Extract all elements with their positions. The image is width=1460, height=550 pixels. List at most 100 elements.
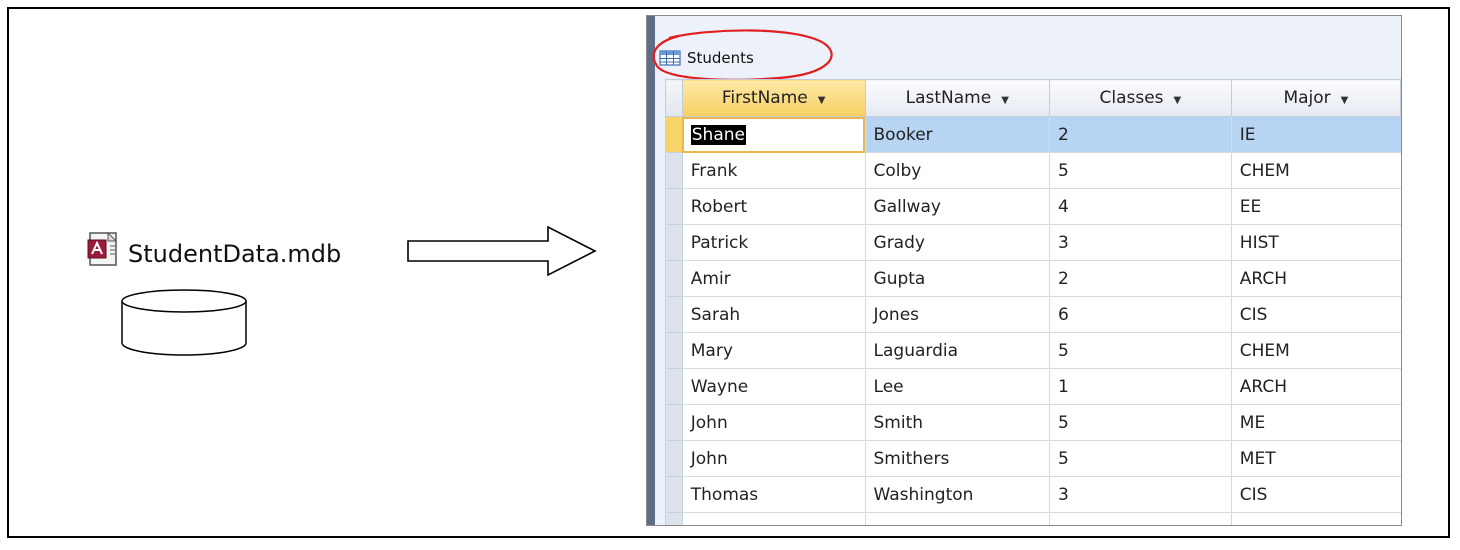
cell-major[interactable]: ARCH <box>1230 368 1401 405</box>
table-row[interactable]: Thomas Washington 3 CIS <box>665 476 1401 513</box>
arrow-right-icon <box>407 225 597 277</box>
table-row[interactable]: Wayne Lee 1 ARCH <box>665 368 1401 405</box>
dropdown-arrow-icon[interactable]: ▼ <box>1173 95 1182 106</box>
table-icon <box>659 50 681 66</box>
diagram-frame <box>7 7 1450 538</box>
row-selector[interactable] <box>665 512 683 525</box>
file-name: StudentData.mdb <box>128 240 342 268</box>
column-header-firstname[interactable]: FirstName ▼ <box>681 79 866 117</box>
cell-lastname[interactable]: Grady <box>864 224 1050 261</box>
cell-lastname[interactable]: Smith <box>864 404 1050 441</box>
table-row[interactable]: John Smithers 5 MET <box>665 440 1401 477</box>
cell-firstname[interactable]: Shane <box>681 116 866 153</box>
table-row[interactable]: John Smith 5 ME <box>665 404 1401 441</box>
table-row[interactable]: Mary Laguardia 5 CHEM <box>665 332 1401 369</box>
dropdown-arrow-icon[interactable]: ▼ <box>1340 95 1349 106</box>
cell-classes[interactable]: 6 <box>1048 296 1232 333</box>
cell-major[interactable]: ME <box>1230 404 1401 441</box>
cell-lastname[interactable]: Colby <box>864 152 1050 189</box>
table-row[interactable]: Shane Booker 2 IE <box>665 116 1401 153</box>
cell-classes[interactable]: 5 <box>1048 404 1232 441</box>
window-left-edge <box>647 16 655 525</box>
cell-firstname[interactable]: Patrick <box>681 224 866 261</box>
cell-firstname[interactable]: Robert <box>681 188 866 225</box>
row-selector[interactable] <box>665 260 683 297</box>
students-datasheet: FirstName ▼ LastName▼ Classes ▼ Major ▼ Sha… <box>665 79 1401 525</box>
dropdown-arrow-icon[interactable]: ▼ <box>1001 95 1009 106</box>
cell-classes[interactable]: 3 <box>1048 224 1232 261</box>
cell-firstname[interactable]: Mary <box>681 332 866 369</box>
cell-classes[interactable]: 3 <box>1048 476 1232 513</box>
column-header-classes[interactable]: Classes ▼ <box>1048 79 1232 117</box>
cell-lastname[interactable]: Laguardia <box>864 332 1050 369</box>
cell-lastname[interactable]: Booker <box>864 116 1050 153</box>
row-selector[interactable] <box>665 224 683 261</box>
cell-classes[interactable]: 2 <box>1048 116 1232 153</box>
column-header-label: Major <box>1283 88 1331 108</box>
cell-lastname[interactable]: Gupta <box>864 260 1050 297</box>
cell-firstname[interactable]: John <box>681 440 866 477</box>
table-row[interactable]: Sarah Jones 6 CIS <box>665 296 1401 333</box>
cell-firstname[interactable]: Frank <box>681 152 866 189</box>
cell-firstname[interactable]: Amir <box>681 260 866 297</box>
cell-classes[interactable]: 2 <box>1048 260 1232 297</box>
file-name-label: StudentData.mdb <box>128 236 341 272</box>
cell-major[interactable]: ARCH <box>1230 260 1401 297</box>
cell-classes[interactable]: 5 <box>1048 152 1232 189</box>
row-selector[interactable] <box>665 476 683 513</box>
table-row-new[interactable] <box>665 512 1401 525</box>
cell-major[interactable]: HIST <box>1230 224 1401 261</box>
column-header-lastname[interactable]: LastName▼ <box>864 79 1050 117</box>
students-table-window: Students FirstName ▼ LastName▼ Classes ▼ M… <box>646 15 1402 526</box>
tab-students[interactable]: Students <box>659 46 754 70</box>
table-row[interactable]: Amir Gupta 2 ARCH <box>665 260 1401 297</box>
cell-firstname[interactable]: Wayne <box>681 368 866 405</box>
cell-lastname[interactable]: Gallway <box>864 188 1050 225</box>
datasheet-body: Shane Booker 2 IE Frank Colby 5 CHEM Rob… <box>665 116 1401 525</box>
cell-major[interactable]: CHEM <box>1230 152 1401 189</box>
row-selector[interactable] <box>665 296 683 333</box>
row-selector[interactable] <box>665 404 683 441</box>
cell-major[interactable]: CIS <box>1230 476 1401 513</box>
cell-firstname[interactable]: Sarah <box>681 296 866 333</box>
database-cylinder-icon <box>121 289 247 356</box>
row-selector[interactable] <box>665 368 683 405</box>
cell-major[interactable]: IE <box>1230 116 1401 153</box>
tab-label: Students <box>687 49 754 67</box>
table-row[interactable]: Robert Gallway 4 EE <box>665 188 1401 225</box>
cell-major[interactable]: MET <box>1230 440 1401 477</box>
row-selector[interactable] <box>665 188 683 225</box>
cell-classes[interactable]: 5 <box>1048 440 1232 477</box>
row-selector[interactable] <box>665 440 683 477</box>
cell-major[interactable]: CHEM <box>1230 332 1401 369</box>
header-row: FirstName ▼ LastName▼ Classes ▼ Major ▼ <box>665 79 1401 117</box>
table-row[interactable]: Patrick Grady 3 HIST <box>665 224 1401 261</box>
table-row[interactable]: Frank Colby 5 CHEM <box>665 152 1401 189</box>
row-selector[interactable] <box>665 152 683 189</box>
row-selector[interactable] <box>665 332 683 369</box>
selected-text: Shane <box>690 124 746 145</box>
column-header-label: Classes <box>1099 88 1164 108</box>
cell-major[interactable]: CIS <box>1230 296 1401 333</box>
access-database-file-icon <box>87 231 118 266</box>
column-header-label: FirstName <box>721 88 808 108</box>
dropdown-arrow-icon[interactable]: ▼ <box>817 95 826 106</box>
cell-empty[interactable] <box>1048 512 1232 525</box>
cell-lastname[interactable]: Jones <box>864 296 1050 333</box>
cell-empty[interactable] <box>681 512 866 525</box>
cell-lastname[interactable]: Washington <box>864 476 1050 513</box>
cell-classes[interactable]: 1 <box>1048 368 1232 405</box>
select-all-corner[interactable] <box>665 79 683 117</box>
cell-firstname[interactable]: John <box>681 404 866 441</box>
cell-classes[interactable]: 4 <box>1048 188 1232 225</box>
cell-classes[interactable]: 5 <box>1048 332 1232 369</box>
cell-empty[interactable] <box>1230 512 1401 525</box>
cell-firstname[interactable]: Thomas <box>681 476 866 513</box>
cell-major[interactable]: EE <box>1230 188 1401 225</box>
annotation-circle <box>652 29 833 81</box>
cell-empty[interactable] <box>864 512 1050 525</box>
cell-lastname[interactable]: Lee <box>864 368 1050 405</box>
row-selector[interactable] <box>665 116 683 153</box>
cell-lastname[interactable]: Smithers <box>864 440 1050 477</box>
column-header-major[interactable]: Major ▼ <box>1230 79 1401 117</box>
